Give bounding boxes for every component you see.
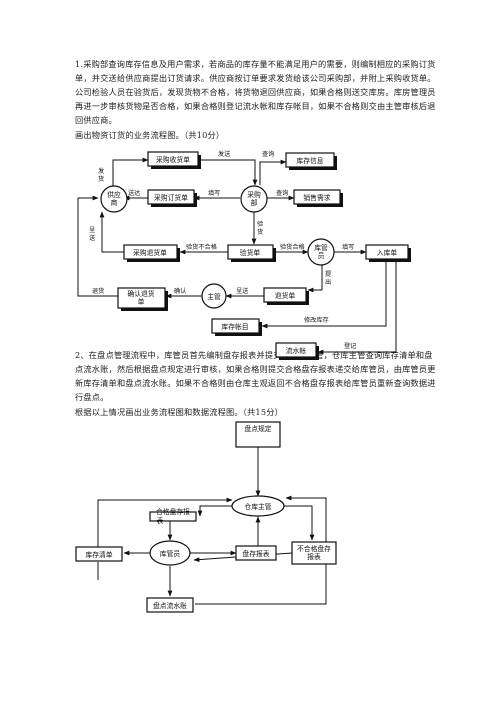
node-return-slip — [123, 244, 178, 260]
node2-ledger — [146, 597, 194, 613]
node2-manager — [231, 495, 285, 517]
node-return-slip-label: 采购退货单 — [133, 248, 167, 257]
node-purchase-dept — [240, 185, 268, 213]
node-sales-demand — [293, 189, 341, 205]
node-receipt — [147, 151, 199, 167]
node-warehouse — [307, 238, 335, 266]
node-confirm-return-label: 确认退货单 — [127, 289, 154, 306]
node-supplier — [100, 185, 128, 213]
question-2-text: 2、在盘点管理流程中，库管员首先编制盘存报表并提交给仓库主管，仓库主管查询库存清… — [75, 350, 436, 402]
flow1-edges: 发货 发送 查询 送达 填写 查询 验货 呈送 验货不合格 验货合格 填写 提出 — [77, 150, 397, 355]
node2-keeper — [149, 540, 191, 566]
edge-check-goods-label: 验货 — [257, 220, 264, 236]
flow2-edges — [97, 447, 327, 605]
node2-unqualified — [291, 541, 337, 565]
edge-manager-qualified — [197, 505, 232, 517]
node2-unqualified-label: 不合格盘存报表 — [297, 544, 331, 561]
node-sales-demand-label: 销售需求 — [303, 193, 330, 202]
edge-modify-label: 修改库存 — [304, 316, 329, 324]
edge-present1 — [99, 211, 124, 253]
node2-list — [75, 546, 123, 562]
edge-submit-label: 提出 — [325, 270, 331, 286]
edge-ship — [112, 157, 149, 188]
edge-query1 — [259, 159, 287, 185]
node-returned-goods — [263, 287, 307, 303]
edge-query2-label: 查询 — [276, 189, 288, 197]
node2-report — [235, 545, 277, 561]
node2-rules-label: 盘点规定 — [244, 424, 271, 433]
node-inspect-slip-label: 验货单 — [240, 248, 261, 257]
node2-qualified — [149, 511, 197, 522]
node-receipt-label: 采购收货单 — [156, 155, 190, 164]
edge-query1-label: 查询 — [262, 150, 274, 158]
node2-keeper-label: 库管员 — [160, 549, 181, 558]
node-supervisor — [201, 283, 227, 309]
node-ledger-label: 流水帐 — [286, 346, 307, 355]
node-inventory-info — [285, 152, 335, 168]
node-purchase-dept-label: 采购部 — [247, 190, 261, 207]
edge-pass-label: 验货合格 — [280, 243, 306, 251]
node-inbound — [365, 244, 409, 260]
edge-return-label: 退货 — [92, 287, 104, 295]
edge-confirm-label: 确认 — [174, 287, 186, 295]
edge-return — [77, 195, 118, 297]
edge-register — [317, 262, 397, 355]
question-1-text: 1.采购部查询库存信息及用户需求，若商品的库存量不能满足用户的需要，则编制相应的… — [75, 59, 436, 125]
node2-report-label: 盘存报表 — [242, 549, 269, 558]
edge-register-label: 登记 — [344, 342, 356, 350]
node-inventory-acct-label: 库存帐目 — [221, 322, 248, 331]
node-order — [147, 189, 195, 205]
edge-submit — [307, 264, 323, 293]
edge-fail-label: 验货不合格 — [186, 243, 218, 251]
edge-ship-label: 发货 — [98, 167, 104, 183]
node-confirm-return — [117, 287, 166, 309]
flow1-nodes: 供应商 采购部 库管员 主管 采购收货单 库存信息 采购订货单 销售需求 采购退… — [100, 151, 411, 360]
node-inspect-slip — [227, 244, 274, 260]
flow2-nodes: 盘点规定 仓库主管 合格盘存报表 库存清单 库管员 盘存报表 不合格盘存报表 盘… — [75, 421, 337, 613]
edge-present2-label: 呈送 — [236, 287, 249, 295]
edge-present1-label: 呈送 — [89, 227, 96, 242]
edge-manager-unqualified — [284, 505, 315, 541]
node2-ledger-label: 盘点流水账 — [153, 601, 187, 610]
edge-modify — [261, 262, 387, 329]
node-supervisor-label: 主管 — [207, 292, 221, 301]
question-2-prompt: 根据以上情况画出业务流程图和数据流程图。（共15分） — [75, 407, 284, 417]
edge-list-manager — [97, 497, 233, 548]
node-returned-goods-label: 退货单 — [275, 291, 296, 300]
node2-rules — [235, 421, 281, 448]
node-inventory-info-label: 库存信息 — [296, 156, 323, 165]
node-order-label: 采购订货单 — [154, 193, 188, 202]
edge-fill1-label: 填写 — [208, 189, 220, 197]
node-inventory-acct — [211, 318, 260, 334]
node2-qualified-label: 合格盘存报表 — [156, 507, 190, 525]
node2-list-label: 库存清单 — [85, 550, 112, 559]
edge-send-label: 发送 — [218, 150, 231, 158]
node-warehouse-label: 库管员 — [314, 243, 328, 260]
edge-fill2-label: 填写 — [342, 243, 354, 251]
edge-deliver-label: 送达 — [128, 189, 140, 197]
node2-manager-label: 仓库主管 — [244, 502, 271, 511]
node-supplier-label: 供应商 — [107, 190, 121, 207]
node-ledger — [275, 342, 317, 358]
question-1-prompt: 画出物资订货的业务流程图。（共10分） — [75, 130, 225, 140]
node-inbound-label: 入库单 — [377, 248, 398, 257]
edge-send — [198, 159, 258, 186]
